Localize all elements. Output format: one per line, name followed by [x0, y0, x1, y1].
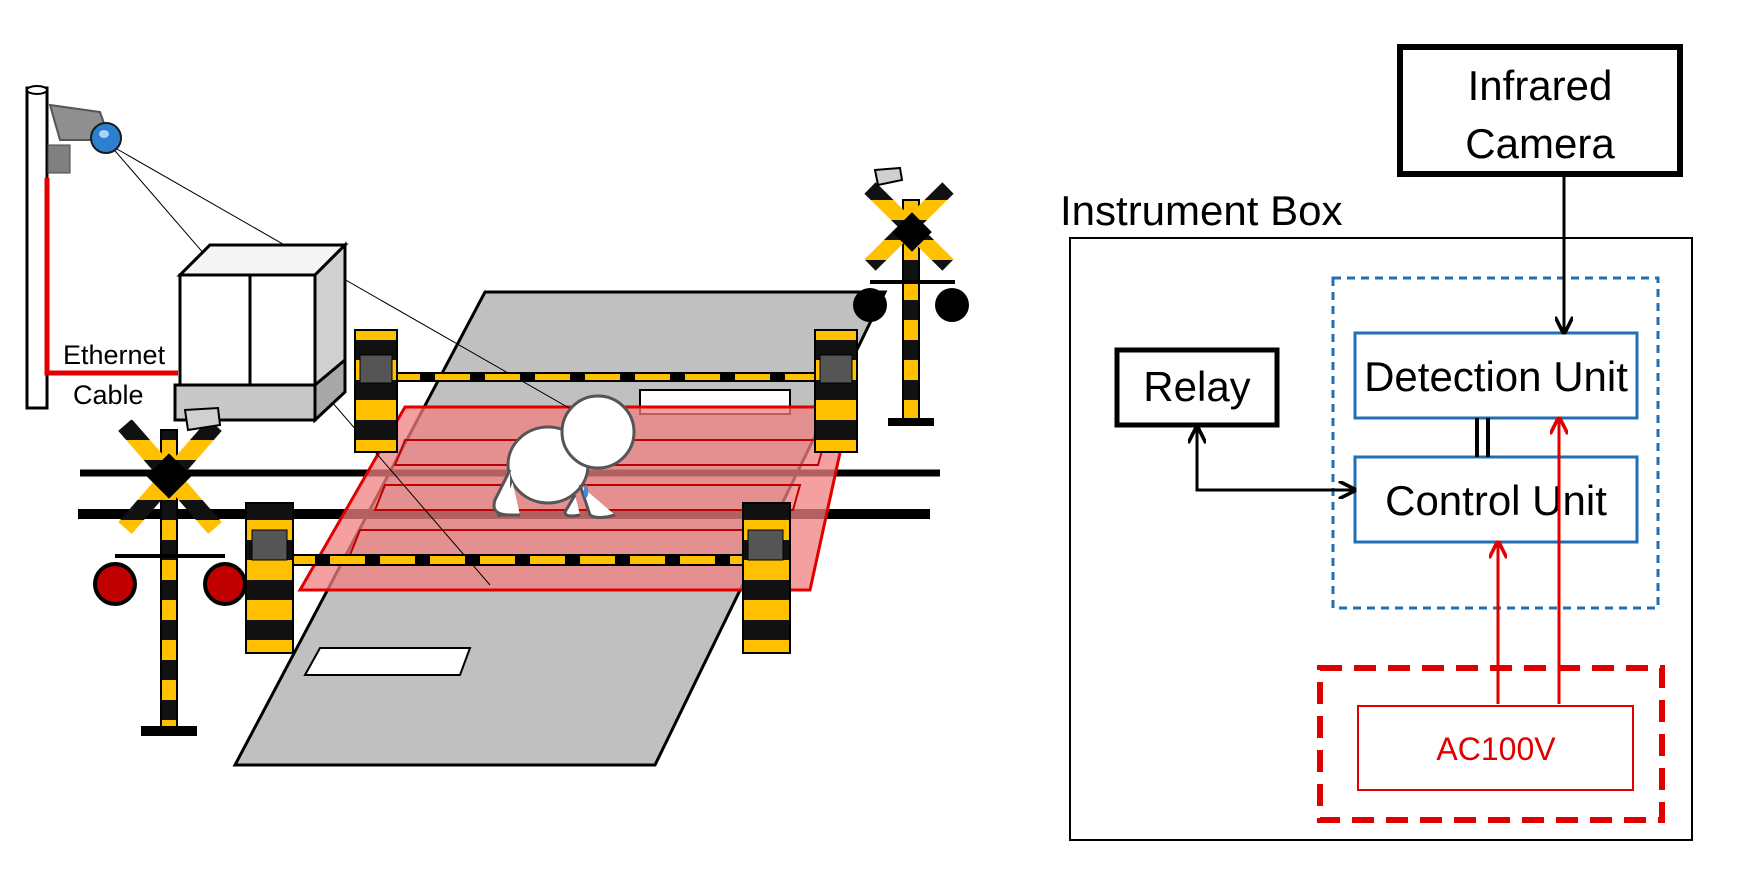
cable-label-line2: Cable [73, 380, 144, 410]
instrument-box-label: Instrument Box [1060, 187, 1342, 234]
control-unit-box [1353, 455, 1639, 544]
barrier-arm-near [289, 554, 751, 566]
infrared-camera-box [1397, 44, 1683, 177]
relay-box [1114, 347, 1280, 428]
crawling-child-figure [492, 394, 636, 519]
crossing-signal-far [853, 166, 969, 426]
barrier-machine-far-right [814, 329, 858, 453]
infrared-camera-label-line2: Camera [1465, 120, 1615, 167]
control-unit-label: Control Unit [1385, 477, 1607, 524]
relay-label: Relay [1143, 363, 1250, 410]
power-supply-label: AC100V [1436, 731, 1556, 767]
barrier-machine-far-left [354, 329, 398, 453]
crossing-scene: Ethernet Cable [25, 85, 969, 767]
barrier-machine-near-left [245, 502, 294, 654]
infrared-camera-icon [47, 103, 122, 174]
tear-drop [583, 485, 589, 498]
ethernet-cable [44, 178, 178, 376]
infrared-camera-label-line1: Infrared [1468, 62, 1613, 109]
cable-label-line1: Ethernet [63, 340, 166, 370]
camera-pole [25, 85, 49, 410]
relay-control-arrow [1197, 429, 1353, 490]
barrier-machine-near-right [742, 502, 791, 654]
processing-unit-boundary [1331, 276, 1660, 610]
crossing-signal-near [93, 406, 247, 736]
power-supply-box [1357, 705, 1634, 791]
instrument-box-cabinet [173, 241, 349, 424]
power-supply-boundary [1317, 665, 1665, 823]
road-marking-near [303, 647, 472, 676]
detection-unit-box [1353, 331, 1639, 420]
detection-unit-label: Detection Unit [1364, 353, 1628, 400]
barrier-arm-far [392, 372, 824, 382]
block-diagram: Infrared Camera Instrument Box Detection… [1060, 44, 1693, 841]
